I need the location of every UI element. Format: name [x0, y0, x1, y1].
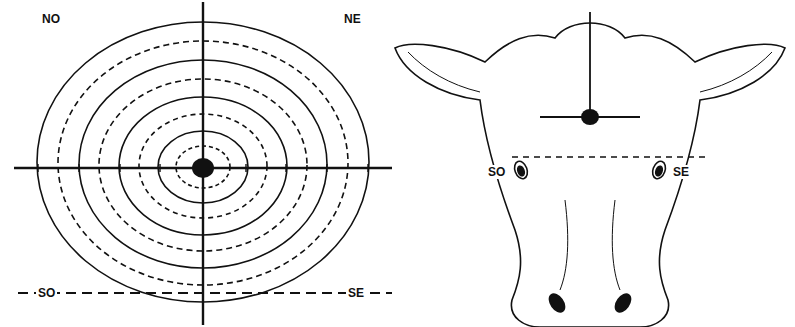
face-line: [612, 200, 620, 290]
vertical-axis: [589, 12, 591, 112]
eye-line: [18, 292, 392, 294]
ear-line: [408, 52, 480, 92]
nostril: [612, 291, 633, 314]
direction-label: SO: [36, 286, 57, 300]
direction-label: NO: [40, 12, 62, 26]
eye: [654, 165, 663, 176]
eye: [650, 159, 667, 180]
direction-label: SE: [346, 286, 366, 300]
eye-line: [512, 156, 706, 157]
center-dot: [192, 158, 214, 178]
target-diagram: [14, 2, 392, 325]
nostril: [546, 291, 567, 314]
direction-label: NE: [342, 12, 363, 26]
eye: [512, 159, 529, 180]
center-dot: [581, 109, 599, 125]
cow-head: [395, 12, 785, 327]
direction-label: SE: [671, 165, 691, 179]
ear-line: [700, 52, 772, 92]
face-line: [560, 200, 568, 290]
eye: [516, 165, 525, 176]
direction-label: SO: [486, 165, 507, 179]
